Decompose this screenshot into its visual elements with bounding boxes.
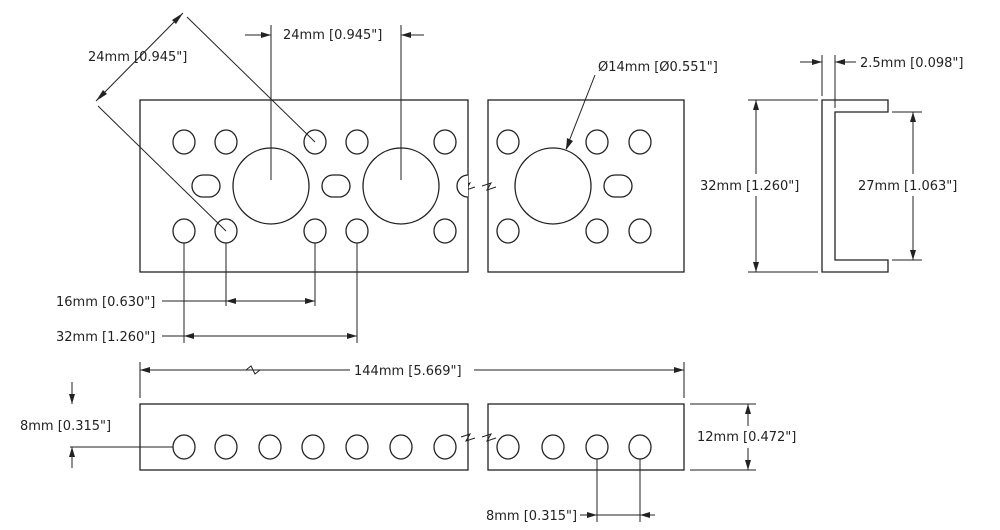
hole — [172, 434, 196, 460]
slot-cut — [456, 174, 469, 198]
dim-top-label: 24mm [0.945"] — [283, 28, 382, 43]
hole — [585, 218, 609, 244]
side-view: 2.5mm [0.098"] 32mm [1.260"] 27mm [1.063… — [700, 55, 963, 273]
hole — [345, 218, 369, 244]
bottom-view: 8mm [0.315"] 12mm [0.472"] 8mm [0.315"] — [20, 382, 796, 524]
hole — [585, 129, 609, 155]
dim-diameter-label: Ø14mm [Ø0.551"] — [598, 60, 718, 75]
dim-diagonal-label: 24mm [0.945"] — [88, 50, 187, 65]
hole — [214, 129, 238, 155]
hole — [301, 434, 325, 460]
hole — [433, 218, 457, 244]
hole — [585, 434, 609, 460]
hole — [303, 218, 327, 244]
hole — [214, 434, 238, 460]
dim-inner-label: 27mm [1.063"] — [858, 179, 957, 194]
hole — [628, 218, 652, 244]
slot — [603, 174, 633, 198]
hole-pattern-right — [496, 129, 652, 244]
dim-height-label: 32mm [1.260"] — [700, 179, 799, 194]
hole — [389, 434, 413, 460]
hole — [628, 434, 652, 460]
dim-depth-label: 12mm [0.472"] — [697, 430, 796, 445]
break-mark — [481, 433, 497, 442]
bottom-plate-left — [139, 403, 469, 471]
hole — [433, 129, 457, 155]
hole — [345, 129, 369, 155]
dim-length-label: 144mm [5.669"] — [354, 364, 462, 379]
hole — [496, 129, 520, 155]
front-view: 24mm [0.945"] 24mm [0.945"] Ø14mm [Ø0.55… — [56, 12, 718, 345]
bottom-plate-right — [487, 403, 685, 471]
hole — [541, 434, 565, 460]
dim-pitch-label: 8mm [0.315"] — [486, 509, 577, 524]
dim-span-32: 32mm [1.260"] — [56, 243, 358, 345]
hole — [258, 434, 282, 460]
break-mark — [481, 182, 497, 191]
dim-thickness-label: 2.5mm [0.098"] — [860, 56, 963, 71]
dim-span16-label: 16mm [0.630"] — [56, 295, 155, 310]
hole — [628, 129, 652, 155]
slot — [191, 174, 221, 198]
dim-span-16: 16mm [0.630"] — [56, 243, 316, 310]
hole — [496, 434, 520, 460]
slot — [321, 174, 351, 198]
break-mark — [245, 365, 261, 375]
hole — [496, 218, 520, 244]
dim-diameter-14: Ø14mm [Ø0.551"] — [565, 60, 718, 150]
dim-span32-label: 32mm [1.260"] — [56, 330, 155, 345]
channel-profile — [821, 99, 889, 273]
hole-pattern-left — [172, 129, 469, 244]
hole — [172, 218, 196, 244]
hole — [433, 434, 457, 460]
hole — [345, 434, 369, 460]
dim-top-24: 24mm [0.945"] — [245, 25, 424, 180]
break-mark — [460, 433, 476, 442]
dim-length-144: 144mm [5.669"] — [139, 362, 685, 398]
dim-edge-label: 8mm [0.315"] — [20, 419, 111, 434]
hole — [172, 129, 196, 155]
large-hole — [514, 147, 592, 225]
dim-diagonal-24: 24mm [0.945"] — [88, 12, 316, 232]
